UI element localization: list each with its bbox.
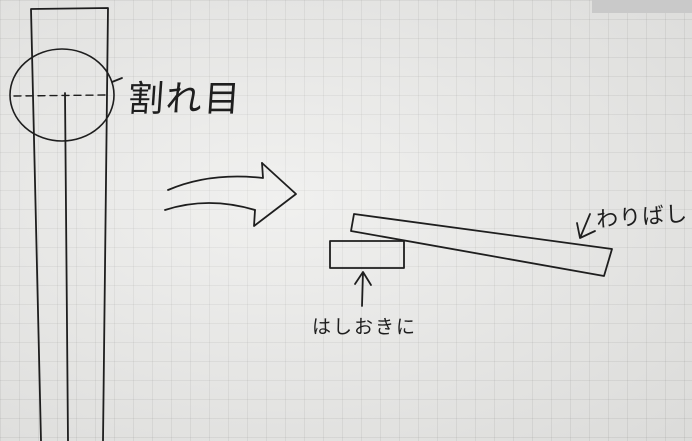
label-leader-line: [111, 77, 123, 83]
split-stick: [350, 213, 613, 277]
chopsticks-outline: [30, 7, 109, 441]
split-dashed-line: [13, 94, 107, 97]
split-line-label: 割れ目: [126, 79, 244, 120]
rest-pointer-arrow: [354, 271, 372, 307]
chopstick-rest-piece: [329, 240, 405, 269]
process-arrow-head: [253, 162, 297, 227]
process-arrow-lower: [164, 202, 256, 211]
chopstick-rest-label: はしおきに: [312, 316, 418, 338]
magnifier-circle: [9, 48, 115, 142]
corner-tab: [592, 0, 692, 13]
stick-pointer-arrow: [576, 213, 596, 239]
chopsticks-split-line: [64, 92, 69, 441]
chopsticks-label: わりばし: [595, 201, 689, 234]
process-arrow-upper: [167, 162, 264, 191]
